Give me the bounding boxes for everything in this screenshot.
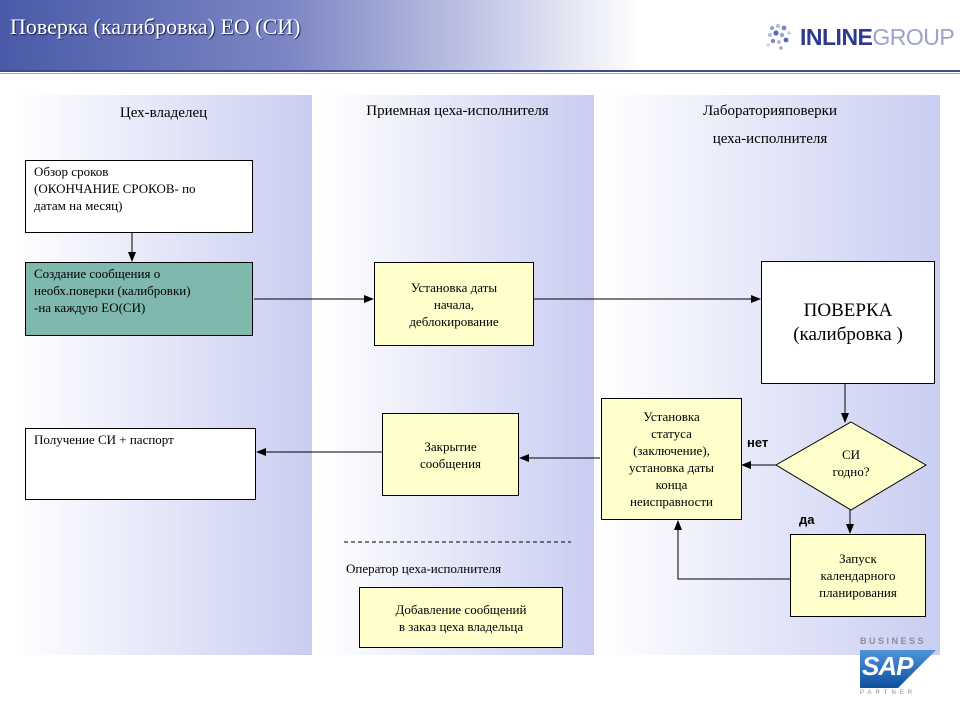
title-bar: Поверка (калибровка) ЕО (СИ) — [0, 0, 640, 70]
box-start-scheduling: Запуск календарного планирования — [790, 534, 926, 617]
sap-badge-icon — [860, 650, 936, 688]
box-add-notifications: Добавление сообщений в заказ цеха владел… — [359, 587, 563, 648]
header-rule — [0, 70, 960, 72]
box-receive-instrument: Получение СИ + паспорт — [25, 428, 256, 500]
box-close-notification: Закрытие сообщения — [382, 413, 519, 496]
arrow-schedule-to-status — [674, 520, 790, 580]
box-review-deadlines: Обзор сроков (ОКОНЧАНИЕ СРОКОВ- по датам… — [25, 160, 253, 233]
decision-diamond-shape — [775, 421, 927, 511]
label-yes: да — [799, 512, 815, 527]
lane-reception-title: Приемная цеха-исполнителя — [366, 103, 549, 119]
lane-lab-title-line1: Лабораторияповерки — [702, 103, 837, 119]
decision-text: СИ годно? — [832, 447, 870, 479]
box-create-notification: Создание сообщения о необх.поверки (кали… — [25, 262, 253, 336]
sap-business-partner-logo: BUSINESS SAP PARTNER — [858, 636, 938, 700]
slide-title: Поверка (калибровка) ЕО (СИ) — [10, 14, 301, 39]
operator-label: Оператор цеха-исполнителя — [346, 561, 502, 576]
box-set-status: Установка статуса (заключение), установк… — [601, 398, 742, 520]
box-set-start-date: Установка даты начала, деблокирование — [374, 262, 534, 346]
header-rule-thin — [0, 73, 960, 74]
lane-owner-title: Цех-владелец — [119, 105, 208, 121]
box-verification: ПОВЕРКА (калибровка ) — [761, 261, 935, 384]
logo-wordmark: INLINEGROUP — [800, 24, 955, 50]
lane-reception: Приемная цеха-исполнителя — [321, 95, 594, 655]
lane-lab-title-line2: цеха-исполнителя — [712, 131, 828, 147]
label-no: нет — [747, 435, 769, 450]
inlinegroup-logo: INLINEGROUP — [762, 18, 955, 58]
slide-header: Поверка (калибровка) ЕО (СИ) INLINEGROUP — [0, 0, 960, 74]
logo-dots-icon — [766, 24, 791, 50]
